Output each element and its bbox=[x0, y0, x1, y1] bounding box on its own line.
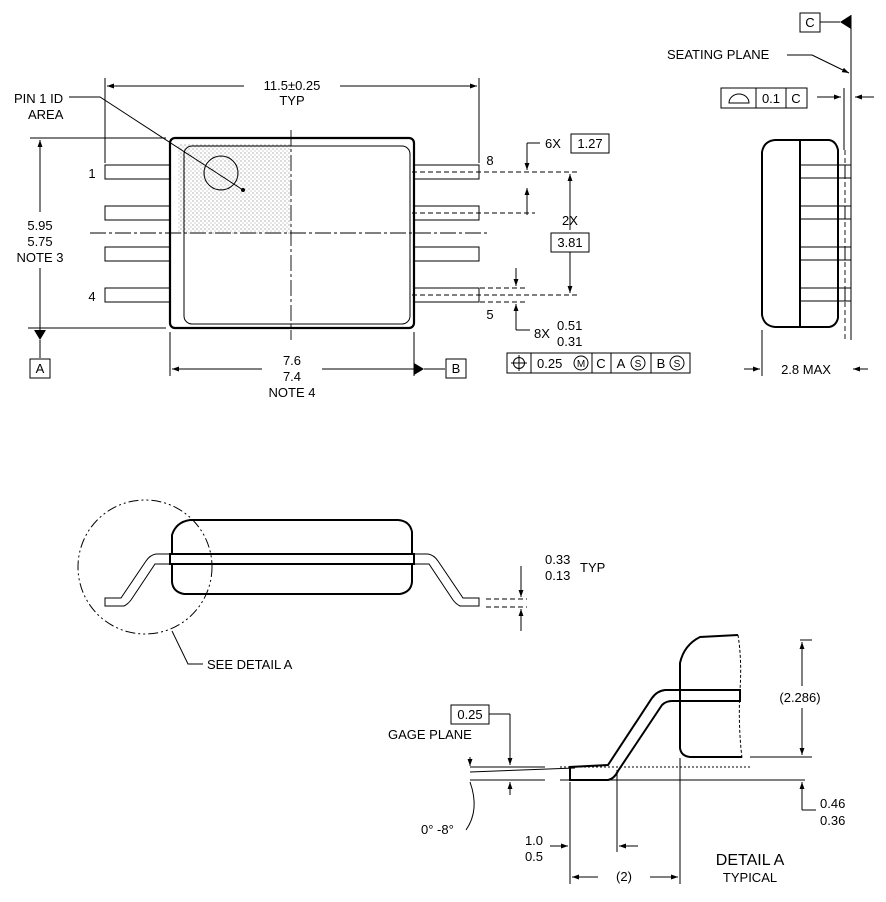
gage-value: 0.25 bbox=[457, 707, 482, 722]
see-detail-label: SEE DETAIL A bbox=[207, 657, 293, 672]
detail-body-bottom bbox=[679, 701, 742, 758]
lead-6 bbox=[410, 246, 480, 262]
flatness-tolerance-frame: 0.1 C bbox=[720, 87, 808, 109]
front-lead-right bbox=[414, 553, 480, 607]
pin-label-1: 1 bbox=[88, 166, 95, 181]
lead-thickness-typ: TYP bbox=[580, 560, 605, 575]
pin1-leader bbox=[69, 96, 244, 191]
side-body-right bbox=[800, 139, 839, 328]
mmc-modifier-icon bbox=[573, 355, 589, 371]
lead-2 bbox=[104, 205, 172, 221]
gage-plane-label: GAGE PLANE bbox=[388, 727, 472, 742]
pin1-label-line2: AREA bbox=[28, 107, 64, 122]
pitch-count: 6X bbox=[545, 136, 561, 151]
height-top-value: 5.95 bbox=[27, 218, 52, 233]
side-body-left bbox=[761, 139, 801, 328]
standoff-top-value: 0.46 bbox=[820, 796, 845, 811]
ref-height-value: (2.286) bbox=[779, 690, 820, 705]
span-value: 3.81 bbox=[557, 235, 582, 250]
pin1-id-area bbox=[178, 144, 291, 234]
height-note: NOTE 3 bbox=[17, 250, 64, 265]
lead-thickness-top: 0.33 bbox=[545, 552, 570, 567]
seating-plane-label: SEATING PLANE bbox=[667, 47, 770, 62]
body-width-bottom-value: 7.4 bbox=[283, 369, 301, 384]
detail-a-view: 0.25 GAGE PLANE 0° -8° (2.286) 0.46 0.36… bbox=[388, 634, 845, 885]
detail-title: DETAIL A bbox=[716, 852, 785, 869]
lead-1 bbox=[104, 164, 172, 180]
position-ref2: A bbox=[617, 356, 626, 371]
profile-surface-icon bbox=[728, 93, 750, 104]
position-ref3-mod: S bbox=[674, 359, 681, 370]
front-lead-left bbox=[104, 553, 170, 607]
overall-length-value: 11.5±0.25 bbox=[264, 78, 321, 93]
lead-width-top-value: 0.51 bbox=[557, 318, 582, 333]
pitch-value: 1.27 bbox=[577, 136, 602, 151]
datum-a: A bbox=[36, 361, 45, 376]
ref-length-value: (2) bbox=[616, 869, 632, 884]
max-height-value: 2.8 MAX bbox=[781, 362, 831, 377]
rfs-modifier-icon-a bbox=[630, 355, 646, 371]
pin1-circle bbox=[203, 155, 239, 191]
overall-length-typ: TYP bbox=[279, 93, 304, 108]
flatness-datum: C bbox=[791, 91, 800, 106]
span-count: 2X bbox=[562, 213, 578, 228]
position-ref2-mod: S bbox=[635, 359, 642, 370]
pin-label-8: 8 bbox=[486, 153, 493, 168]
position-tolerance-frame: 0.25 M C A S B S bbox=[506, 352, 691, 374]
detail-lead bbox=[569, 689, 680, 781]
pin-label-4: 4 bbox=[88, 289, 95, 304]
angle-label: 0° -8° bbox=[421, 822, 454, 837]
lead-width-bottom-value: 0.31 bbox=[557, 334, 582, 349]
front-view: 0.33 0.13 TYP SEE DETAIL A bbox=[77, 499, 605, 672]
pin-label-5: 5 bbox=[486, 307, 493, 322]
datum-c: C bbox=[805, 15, 814, 30]
lead-4 bbox=[104, 287, 172, 303]
flatness-value: 0.1 bbox=[762, 91, 780, 106]
lead-width-count: 8X bbox=[534, 326, 550, 341]
position-ref3: B bbox=[657, 356, 666, 371]
top-view: 1 4 8 5 11.5±0.25 TYP PIN 1 ID AREA 5.95… bbox=[14, 78, 691, 400]
front-body-band bbox=[169, 553, 415, 565]
rfs-modifier-icon-b bbox=[669, 355, 685, 371]
body-width-top-value: 7.6 bbox=[283, 353, 301, 368]
pin1-label-line1: PIN 1 ID bbox=[14, 91, 63, 106]
detail-subtitle: TYPICAL bbox=[723, 870, 777, 885]
span-box bbox=[550, 232, 590, 253]
pitch-box bbox=[570, 133, 610, 154]
standoff-bottom-value: 0.36 bbox=[820, 813, 845, 828]
datum-b: B bbox=[452, 361, 461, 376]
detail-body-top bbox=[679, 634, 739, 690]
side-view: C SEATING PLANE 0.1 C bbox=[667, 12, 874, 377]
position-ref1: C bbox=[596, 356, 605, 371]
front-body-bottom bbox=[171, 564, 413, 595]
position-value: 0.25 bbox=[537, 356, 562, 371]
package-body-inner bbox=[183, 145, 411, 325]
position-mod: M bbox=[577, 359, 585, 370]
foot-length-top: 1.0 bbox=[525, 833, 543, 848]
datum-b-box bbox=[445, 358, 467, 379]
foot-length-bottom: 0.5 bbox=[525, 849, 543, 864]
body-width-note: NOTE 4 bbox=[269, 385, 316, 400]
lead-3 bbox=[104, 246, 172, 262]
detail-body-band bbox=[679, 689, 741, 702]
datum-a-box bbox=[29, 358, 51, 379]
lead-thickness-bottom: 0.13 bbox=[545, 568, 570, 583]
height-bottom-value: 5.75 bbox=[27, 234, 52, 249]
front-body-top bbox=[171, 519, 413, 555]
detail-a-callout-circle bbox=[77, 499, 213, 635]
